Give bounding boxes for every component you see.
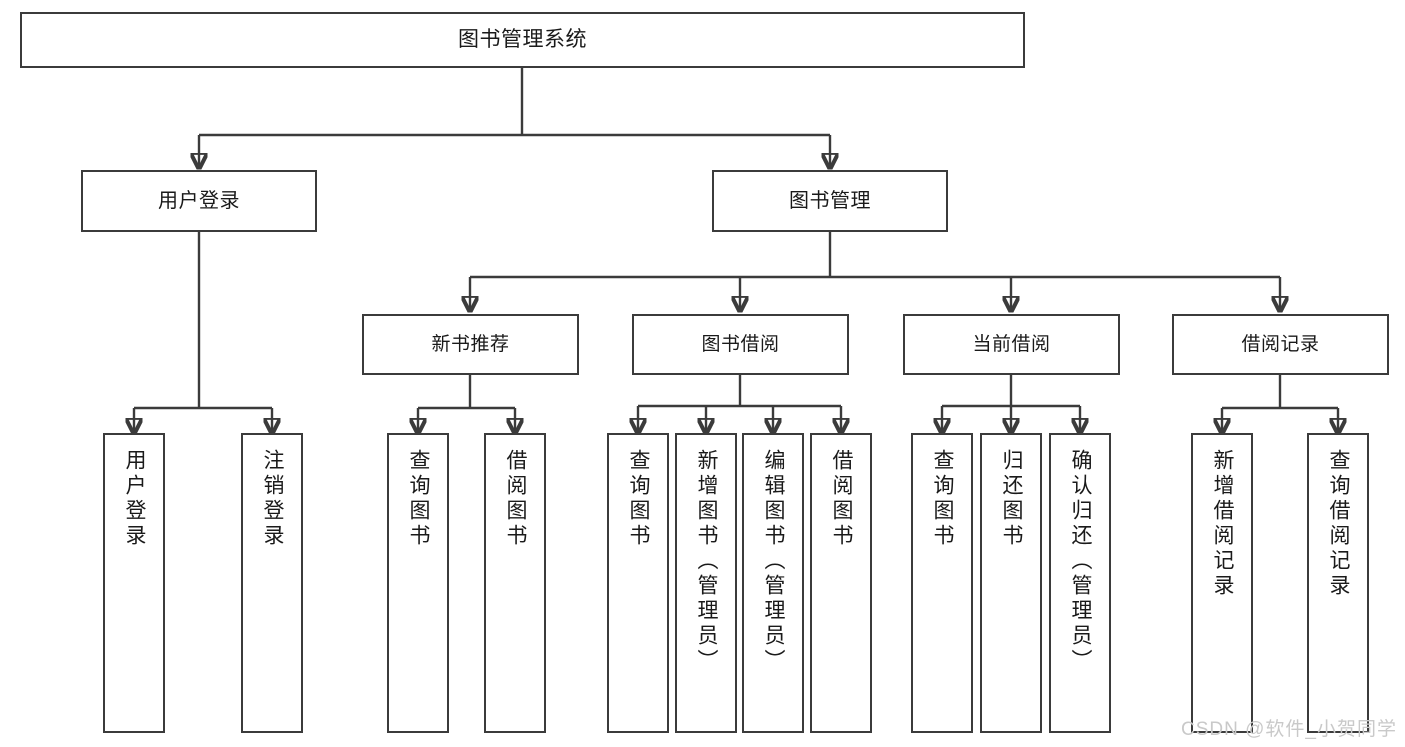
node-label: 借阅图书	[830, 449, 852, 549]
node-borrow-record[interactable]: 借阅记录	[1172, 314, 1389, 375]
leaf-query-book-borrow[interactable]: 查询图书	[607, 433, 669, 733]
node-label: 确认归还（管理员）	[1069, 449, 1091, 674]
node-book-management[interactable]: 图书管理	[712, 170, 948, 232]
node-label: 借阅记录	[1241, 334, 1319, 355]
node-root-system[interactable]: 图书管理系统	[20, 12, 1025, 68]
node-label: 借阅图书	[504, 449, 526, 549]
node-label: 图书管理系统	[458, 28, 587, 52]
node-user-login[interactable]: 用户登录	[81, 170, 317, 232]
leaf-borrow-book-recommend[interactable]: 借阅图书	[484, 433, 546, 733]
node-label: 新书推荐	[431, 334, 509, 355]
node-label: 查询图书	[931, 449, 953, 549]
node-label: 编辑图书（管理员）	[762, 449, 784, 674]
leaf-logout[interactable]: 注销登录	[241, 433, 303, 733]
node-label: 图书借阅	[701, 334, 779, 355]
node-label: 图书管理	[789, 190, 871, 212]
watermark: CSDN @软件_小贺同学	[1181, 714, 1397, 741]
leaf-query-book-recommend[interactable]: 查询图书	[387, 433, 449, 733]
leaf-confirm-return-admin[interactable]: 确认归还（管理员）	[1049, 433, 1111, 733]
node-label: 用户登录	[123, 449, 145, 549]
leaf-edit-book-admin[interactable]: 编辑图书（管理员）	[742, 433, 804, 733]
leaf-query-borrow-record[interactable]: 查询借阅记录	[1307, 433, 1369, 733]
node-label: 查询图书	[627, 449, 649, 549]
node-current-borrow[interactable]: 当前借阅	[903, 314, 1120, 375]
node-label: 新增借阅记录	[1211, 449, 1233, 599]
node-label: 注销登录	[261, 449, 283, 549]
leaf-add-borrow-record[interactable]: 新增借阅记录	[1191, 433, 1253, 733]
leaf-return-book[interactable]: 归还图书	[980, 433, 1042, 733]
node-label: 当前借阅	[972, 334, 1050, 355]
leaf-borrow-book[interactable]: 借阅图书	[810, 433, 872, 733]
node-label: 查询图书	[407, 449, 429, 549]
leaf-user-login[interactable]: 用户登录	[103, 433, 165, 733]
node-label: 查询借阅记录	[1327, 449, 1349, 599]
leaf-add-book-admin[interactable]: 新增图书（管理员）	[675, 433, 737, 733]
node-book-borrow[interactable]: 图书借阅	[632, 314, 849, 375]
node-label: 新增图书（管理员）	[695, 449, 717, 674]
leaf-query-book-current[interactable]: 查询图书	[911, 433, 973, 733]
node-new-book-recommend[interactable]: 新书推荐	[362, 314, 579, 375]
node-label: 用户登录	[158, 190, 240, 212]
node-label: 归还图书	[1000, 449, 1022, 549]
